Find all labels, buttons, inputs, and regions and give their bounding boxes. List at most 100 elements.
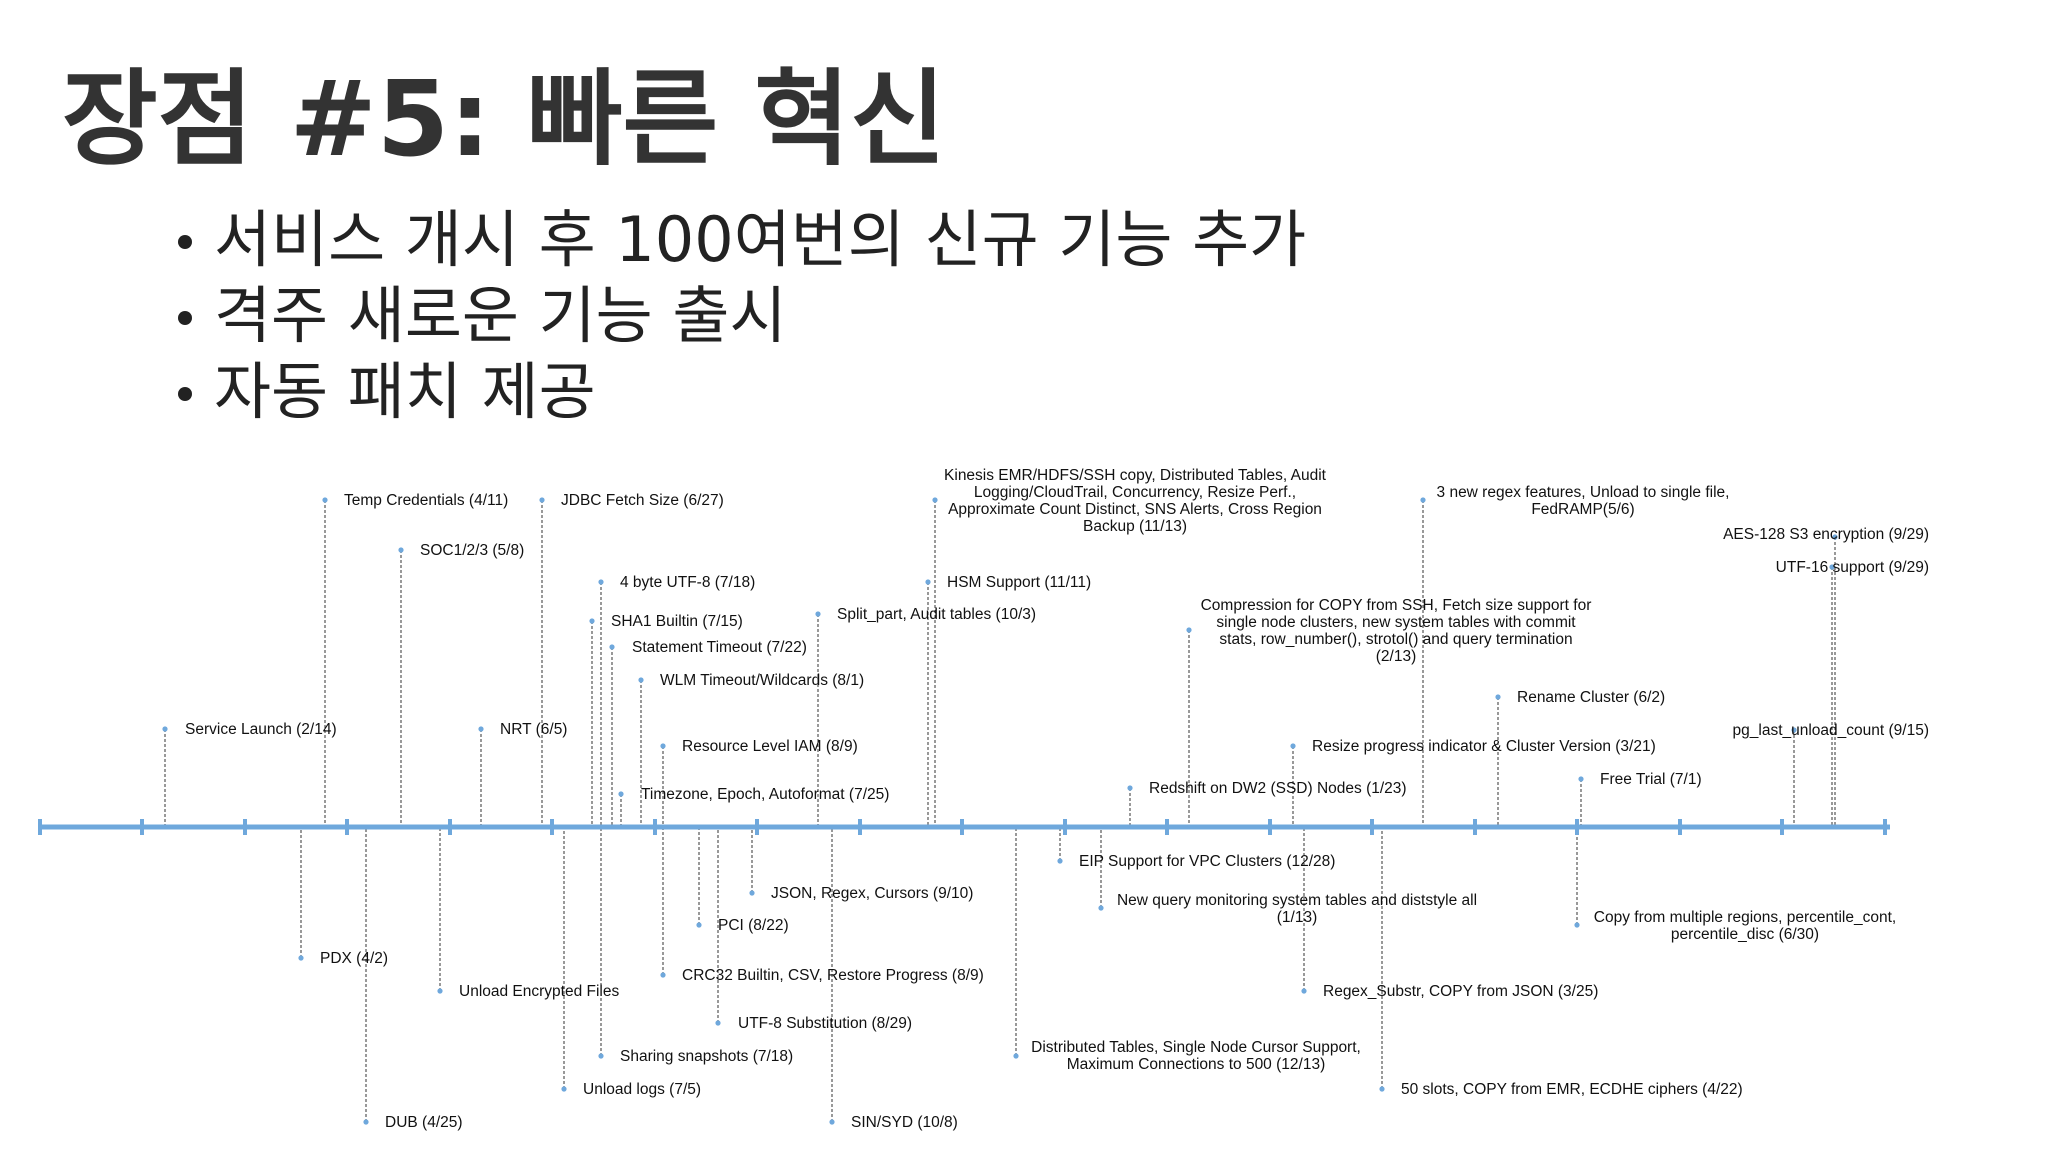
event-dot <box>749 890 755 896</box>
event-label: Approximate Count Distinct, SNS Alerts, … <box>948 501 1322 518</box>
event-label: Distributed Tables, Single Node Cursor S… <box>1031 1039 1361 1056</box>
event-dot <box>1832 534 1838 540</box>
event-dot <box>589 618 595 624</box>
event-dot <box>1574 922 1580 928</box>
event-label: NRT (6/5) <box>500 721 567 738</box>
event-label: Resource Level IAM (8/9) <box>682 738 858 755</box>
event-dot <box>398 547 404 553</box>
bullet-item: 서비스 개시 후 100여번의 신규 기능 추가 <box>178 202 1306 278</box>
event-label: EIP Support for VPC Clusters (12/28) <box>1079 853 1335 870</box>
event-dot <box>1495 694 1501 700</box>
event-label: Rename Cluster (6/2) <box>1517 689 1665 706</box>
event-label: DUB (4/25) <box>385 1114 463 1131</box>
event-label: Free Trial (7/1) <box>1600 771 1702 788</box>
event-label: Compression for COPY from SSH, Fetch siz… <box>1201 597 1592 614</box>
event-label: 4 byte UTF-8 (7/18) <box>620 574 755 591</box>
event-label: CRC32 Builtin, CSV, Restore Progress (8/… <box>682 967 984 984</box>
bullet-item: 격주 새로운 기능 출시 <box>178 278 1306 354</box>
event-label: PCI (8/22) <box>718 917 789 934</box>
event-label: UTF-16 support (9/29) <box>1776 559 1929 576</box>
bullet-item: 자동 패치 제공 <box>178 354 1306 430</box>
event-dot <box>1301 988 1307 994</box>
bullet-text: 자동 패치 제공 <box>214 355 596 428</box>
event-label: JSON, Regex, Cursors (9/10) <box>771 885 973 902</box>
event-label: stats, row_number(), strotol() and query… <box>1219 631 1572 648</box>
event-label: FedRAMP(5/6) <box>1531 501 1634 518</box>
event-dot <box>829 1119 835 1125</box>
event-dot <box>715 1020 721 1026</box>
event-label: PDX (4/2) <box>320 950 388 967</box>
slide-title: 장점 #5: 빠른 혁신 <box>62 58 946 180</box>
event-dot <box>609 644 615 650</box>
event-label: SHA1 Builtin (7/15) <box>611 613 743 630</box>
event-dot <box>1290 743 1296 749</box>
event-dot <box>1379 1086 1385 1092</box>
event-dot <box>932 497 938 503</box>
event-label: AES-128 S3 encryption (9/29) <box>1723 526 1929 543</box>
event-label: 3 new regex features, Unload to single f… <box>1437 484 1730 501</box>
event-dot <box>162 726 168 732</box>
event-dot <box>1057 858 1063 864</box>
event-label: Timezone, Epoch, Autoformat (7/25) <box>641 786 889 803</box>
event-dot <box>598 1053 604 1059</box>
event-dot <box>322 497 328 503</box>
event-dot <box>298 955 304 961</box>
event-dot <box>638 677 644 683</box>
event-dot <box>1829 564 1835 570</box>
event-dot <box>478 726 484 732</box>
event-label: Maximum Connections to 500 (12/13) <box>1067 1056 1325 1073</box>
event-dot <box>598 579 604 585</box>
event-dot <box>696 922 702 928</box>
event-dot <box>1186 627 1192 633</box>
event-dot <box>1098 905 1104 911</box>
event-dot <box>1791 727 1797 733</box>
bullet-dot-icon <box>178 387 192 401</box>
event-label: WLM Timeout/Wildcards (8/1) <box>660 672 864 689</box>
event-label: JDBC Fetch Size (6/27) <box>561 492 724 509</box>
event-label: Logging/CloudTrail, Concurrency, Resize … <box>974 484 1296 501</box>
event-label: Regex_Substr, COPY from JSON (3/25) <box>1323 983 1598 1000</box>
event-label: single node clusters, new system tables … <box>1216 614 1576 631</box>
event-label: New query monitoring system tables and d… <box>1117 892 1477 909</box>
bullet-dot-icon <box>178 235 192 249</box>
event-dot <box>925 579 931 585</box>
event-dot <box>1127 785 1133 791</box>
bullet-dot-icon <box>178 311 192 325</box>
event-label: HSM Support (11/11) <box>947 574 1091 591</box>
event-label: SIN/SYD (10/8) <box>851 1114 958 1131</box>
event-dot <box>1578 776 1584 782</box>
event-dot <box>363 1119 369 1125</box>
event-label: Sharing snapshots (7/18) <box>620 1048 793 1065</box>
event-label: pg_last_unload_count (9/15) <box>1733 722 1929 739</box>
event-label: Temp Credentials (4/11) <box>344 492 508 509</box>
bullet-text: 서비스 개시 후 100여번의 신규 기능 추가 <box>214 203 1307 276</box>
event-label: (2/13) <box>1376 648 1417 665</box>
event-dot <box>539 497 545 503</box>
event-dot <box>660 743 666 749</box>
bullet-list: 서비스 개시 후 100여번의 신규 기능 추가 격주 새로운 기능 출시 자동… <box>178 202 1306 430</box>
event-dot <box>815 611 821 617</box>
event-label: Resize progress indicator & Cluster Vers… <box>1312 738 1656 755</box>
event-label: Copy from multiple regions, percentile_c… <box>1594 909 1896 926</box>
event-label: Statement Timeout (7/22) <box>632 639 807 656</box>
event-label: percentile_disc (6/30) <box>1671 926 1819 943</box>
event-label: Redshift on DW2 (SSD) Nodes (1/23) <box>1149 780 1407 797</box>
event-label: 50 slots, COPY from EMR, ECDHE ciphers (… <box>1401 1081 1743 1098</box>
event-label: Split_part, Audit tables (10/3) <box>837 606 1036 623</box>
event-dot <box>437 988 443 994</box>
event-label: SOC1/2/3 (5/8) <box>420 542 524 559</box>
event-label: Unload Encrypted Files <box>459 983 619 1000</box>
event-dot <box>618 791 624 797</box>
event-label: Backup (11/13) <box>1083 518 1187 535</box>
event-label: Service Launch (2/14) <box>185 721 337 738</box>
bullet-text: 격주 새로운 기능 출시 <box>214 279 787 352</box>
event-label: UTF-8 Substitution (8/29) <box>738 1015 912 1032</box>
event-dot <box>561 1086 567 1092</box>
event-dot <box>1420 497 1426 503</box>
event-label: Unload logs (7/5) <box>583 1081 701 1098</box>
event-label: Kinesis EMR/HDFS/SSH copy, Distributed T… <box>944 467 1327 484</box>
event-label: (1/13) <box>1277 909 1318 926</box>
event-dot <box>660 972 666 978</box>
event-dot <box>1013 1053 1019 1059</box>
